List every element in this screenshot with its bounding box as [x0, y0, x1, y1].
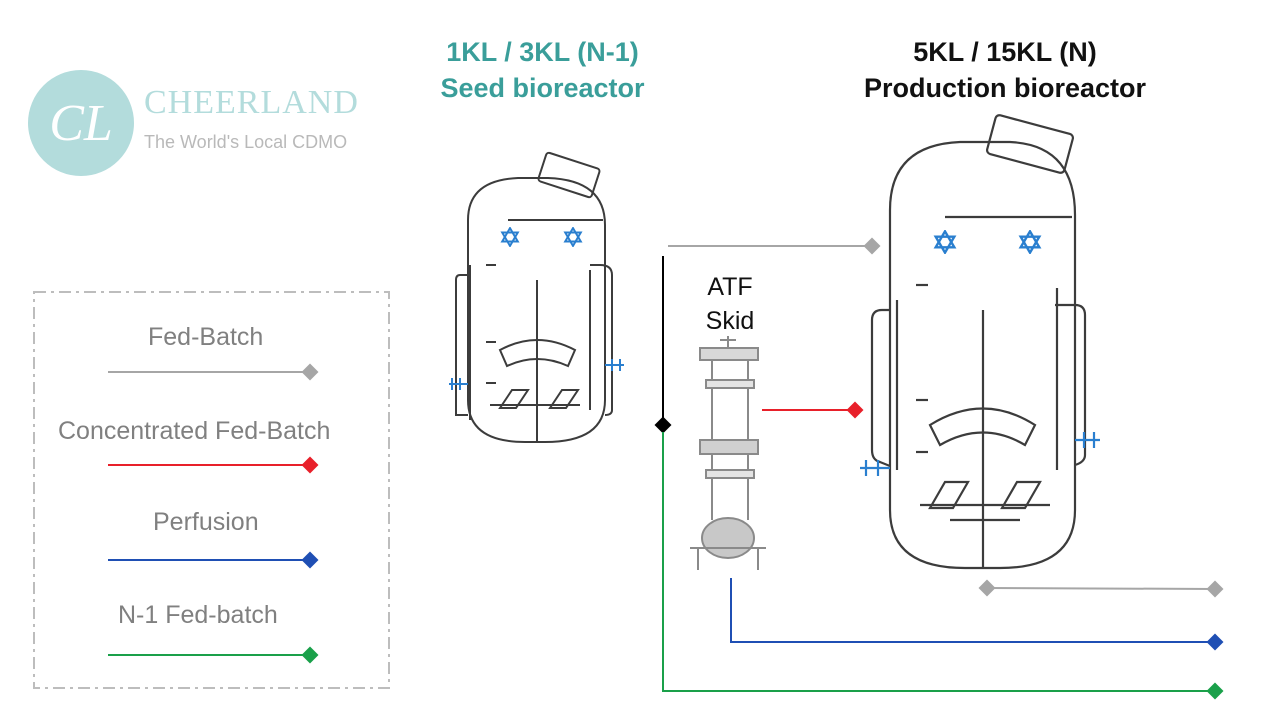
n1-branch-line — [654, 256, 672, 434]
company-tagline: The World's Local CDMO — [144, 132, 348, 152]
valve-icon — [1075, 432, 1100, 448]
valve-icon — [860, 460, 890, 476]
perfusion-output-line — [730, 578, 1224, 651]
fed-batch-line-to-production — [668, 237, 881, 255]
legend-line-fed-batch — [108, 363, 319, 381]
logo-mark: CL — [49, 95, 113, 152]
valve-icon — [449, 378, 468, 390]
legend-line-concentrated-fed-batch — [108, 456, 319, 474]
spray-ball-icon — [564, 227, 582, 247]
legend-label-perfusion: Perfusion — [153, 508, 259, 536]
production-bioreactor-vessel — [870, 114, 1087, 570]
legend-line-perfusion — [108, 551, 319, 569]
atf-label-line2: Skid — [705, 307, 755, 335]
legend-label-n1-fed-batch: N-1 Fed-batch — [118, 601, 278, 629]
seed-title-line1: 1KL / 3KL (N-1) — [446, 37, 639, 67]
cheerland-logo-icon: CL — [28, 70, 134, 176]
legend-line-n1-fed-batch — [108, 646, 319, 664]
company-name: CHEERLAND — [144, 84, 359, 121]
legend-label-concentrated-fed-batch: Concentrated Fed-Batch — [58, 417, 331, 445]
legend-box — [33, 291, 390, 689]
spray-ball-icon — [934, 230, 956, 254]
spray-ball-icon — [1019, 230, 1041, 254]
n1-fed-batch-line — [662, 432, 1224, 700]
prod-title-line1: 5KL / 15KL (N) — [913, 37, 1097, 67]
legend-label-fed-batch: Fed-Batch — [148, 323, 264, 351]
spray-ball-icon — [501, 227, 519, 247]
atf-label-line1: ATF — [707, 273, 753, 301]
seed-bioreactor-title: 1KL / 3KL (N-1) Seed bioreactor — [405, 34, 680, 106]
seed-bioreactor-vessel — [455, 151, 613, 443]
seed-title-line2: Seed bioreactor — [440, 73, 645, 103]
atf-skid-label: ATF Skid — [690, 270, 770, 338]
valve-icon — [605, 359, 624, 371]
atf-skid-icon — [690, 336, 766, 570]
concentrated-fed-batch-line — [762, 401, 864, 419]
prod-title-line2: Production bioreactor — [863, 73, 1147, 103]
fed-batch-output-line — [978, 579, 1224, 598]
production-bioreactor-title: 5KL / 15KL (N) Production bioreactor — [820, 34, 1190, 106]
